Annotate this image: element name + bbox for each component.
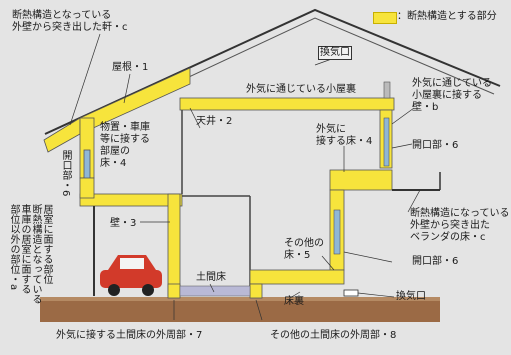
earth-floor-perimeter-left xyxy=(167,283,181,299)
legend-swatch xyxy=(373,12,397,24)
leader-line xyxy=(69,33,101,126)
label-earth-floor: 土間床 xyxy=(196,272,226,283)
leader-line xyxy=(189,107,201,129)
leader-line xyxy=(407,189,421,213)
leader-line xyxy=(357,292,395,298)
label-attic-wall: 外気に通じている 小屋裏に接する 壁・b xyxy=(412,78,492,113)
label-opening-right: 開口部・6 xyxy=(412,140,459,151)
car-illustration xyxy=(100,255,162,296)
label-opening-bottom: 開口部・6 xyxy=(412,256,459,267)
leader-line xyxy=(343,251,393,263)
attic-window xyxy=(383,81,391,99)
window-right-upper xyxy=(383,117,390,167)
leader-line xyxy=(209,283,215,293)
label-vent-top: 換気口 xyxy=(318,46,352,60)
leader-line xyxy=(289,291,301,299)
ground xyxy=(40,300,440,322)
label-floor-garage: 物置・車庫 等に接する 部屋の 床・4 xyxy=(100,122,150,169)
window-left xyxy=(83,149,91,181)
leader-line xyxy=(123,73,131,104)
leader-line xyxy=(391,107,415,125)
label-under-floor: 床裏 xyxy=(284,296,304,307)
label-other-floor: その他の 床・5 xyxy=(284,238,324,261)
label-vent-bottom: 換気口 xyxy=(396,291,426,302)
label-outside-floor: 外気に 接する床・4 xyxy=(316,124,373,147)
label-earth-perimeter-outside: 外気に接する土間床の外周部・7 xyxy=(56,330,203,341)
outside-floor xyxy=(329,169,393,191)
label-ceiling: 天井・2 xyxy=(196,116,233,127)
earth-floor-perimeter-right xyxy=(249,283,263,299)
window-right-lower xyxy=(333,209,341,255)
label-attic-space: 外気に通じている小屋裏 xyxy=(246,84,356,95)
label-eave: 断熱構造となっている 外壁から突き出した軒・c xyxy=(12,10,128,33)
label-interior-wall-left: 居室に面する部位 断熱構造となっている 車庫の居室に面する 部位以外の部位・a xyxy=(8,204,52,304)
bottom-floor xyxy=(249,269,345,285)
ceiling-insulation xyxy=(179,97,395,111)
leader-line xyxy=(391,143,413,149)
eave-insulation xyxy=(43,117,81,153)
label-roof: 屋根・1 xyxy=(112,62,149,73)
ground-top xyxy=(40,297,440,301)
label-earth-perimeter-other: その他の土間床の外周部・8 xyxy=(270,330,397,341)
label-opening-left: 開口部・6 xyxy=(60,150,71,197)
garage-interior-wall xyxy=(167,193,181,297)
floor-over-garage xyxy=(79,193,183,207)
earth-floor-slab xyxy=(179,285,251,297)
leader-line xyxy=(255,299,263,321)
leader-line xyxy=(321,255,335,271)
label-veranda: 断熱構造になっている 外壁から突き出た ベランダの床・c xyxy=(410,208,510,243)
label-wall3: 壁・3 xyxy=(110,218,137,229)
left-wall-mid xyxy=(79,177,95,199)
vent-bottom-marker xyxy=(343,289,359,297)
legend-label: ：断熱構造とする部分 xyxy=(397,11,497,22)
